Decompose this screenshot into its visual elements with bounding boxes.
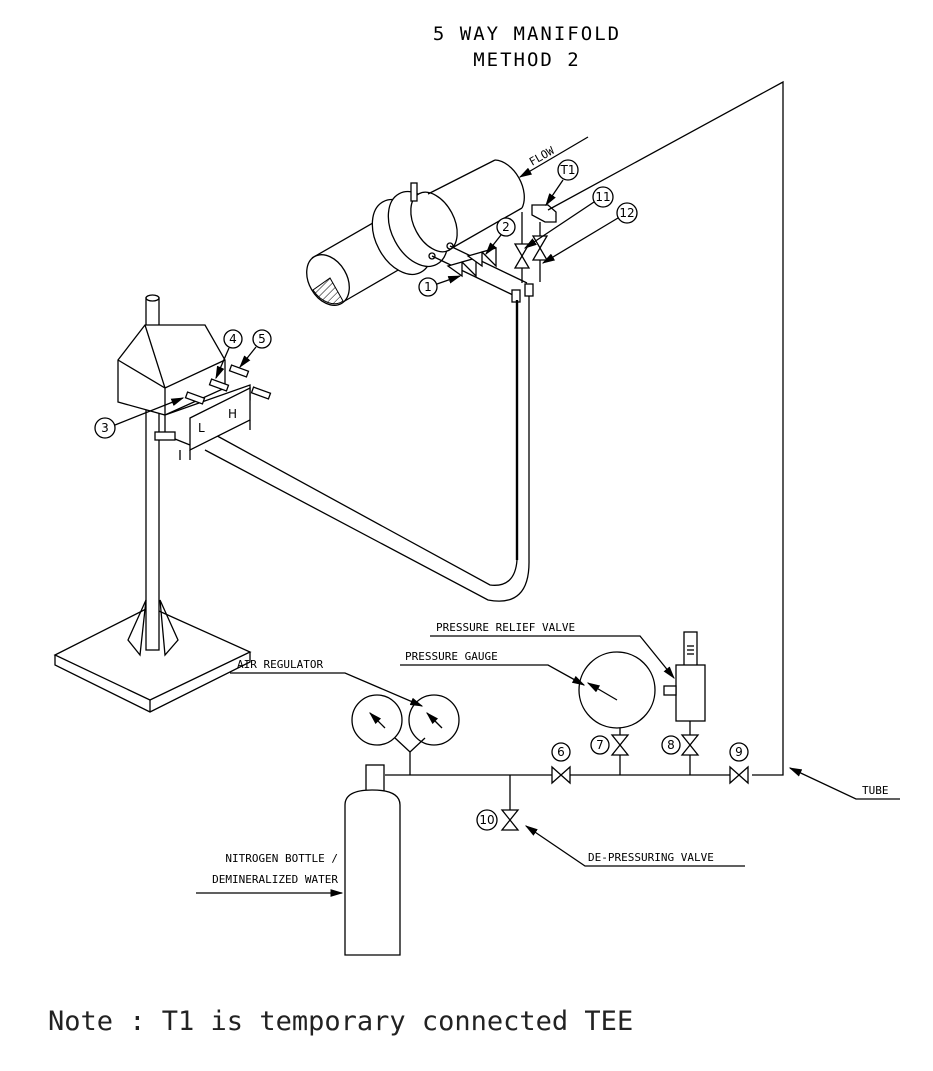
nitrogen-label-line-2: DEMINERALIZED WATER bbox=[212, 873, 338, 886]
labels: PRESSURE RELIEF VALVE PRESSURE GAUGE AIR… bbox=[196, 621, 900, 897]
air-regulator-label: AIR REGULATOR bbox=[237, 658, 323, 671]
pressure-gauge bbox=[578, 651, 656, 729]
valve-9 bbox=[729, 765, 749, 785]
title-line-1: 5 WAY MANIFOLD bbox=[433, 23, 621, 45]
pressurising-system bbox=[344, 631, 749, 956]
callout-1: 1 bbox=[424, 280, 432, 294]
callout-10: 10 bbox=[479, 813, 494, 827]
valve-8 bbox=[680, 734, 700, 756]
valve-1 bbox=[446, 257, 477, 278]
impulse-tubes bbox=[204, 296, 530, 602]
callout-7: 7 bbox=[596, 738, 604, 752]
title-line-2: METHOD 2 bbox=[473, 49, 581, 71]
callout-3: 3 bbox=[101, 421, 109, 435]
valve-7 bbox=[610, 734, 630, 756]
tube-label: TUBE bbox=[862, 784, 889, 797]
pressure-relief-valve bbox=[675, 664, 706, 722]
tube-line bbox=[547, 80, 784, 776]
de-pressuring-valve-label: DE-PRESSURING VALVE bbox=[588, 851, 714, 864]
callout-t1: T1 bbox=[560, 163, 576, 177]
pressure-relief-valve-label: PRESSURE RELIEF VALVE bbox=[436, 621, 575, 634]
callout-9: 9 bbox=[735, 745, 743, 759]
callout-8: 8 bbox=[667, 738, 675, 752]
process-pipe bbox=[306, 159, 525, 306]
callouts: T1 11 12 2 1 4 5 3 6 7 8 9 10 bbox=[94, 159, 749, 831]
pressure-gauge-label: PRESSURE GAUGE bbox=[405, 650, 498, 663]
high-side-label: H bbox=[228, 407, 237, 421]
callout-6: 6 bbox=[557, 745, 565, 759]
callout-12: 12 bbox=[619, 206, 634, 220]
low-side-label: L bbox=[198, 421, 205, 435]
callout-11: 11 bbox=[595, 190, 610, 204]
valve-6 bbox=[551, 765, 571, 785]
callout-4: 4 bbox=[229, 332, 237, 346]
valve-12 bbox=[531, 235, 549, 261]
callout-2: 2 bbox=[502, 220, 510, 234]
valve-11 bbox=[513, 243, 531, 269]
nitrogen-bottle bbox=[344, 789, 401, 956]
flow-arrow bbox=[518, 136, 589, 178]
nitrogen-label-line-1: NITROGEN BOTTLE / bbox=[225, 852, 338, 865]
callout-5: 5 bbox=[258, 332, 266, 346]
flow-label: FLOW bbox=[527, 144, 557, 169]
valve-10 bbox=[500, 809, 520, 831]
manifold-stand: L H bbox=[53, 294, 272, 713]
note-text: Note : T1 is temporary connected TEE bbox=[48, 1006, 633, 1037]
